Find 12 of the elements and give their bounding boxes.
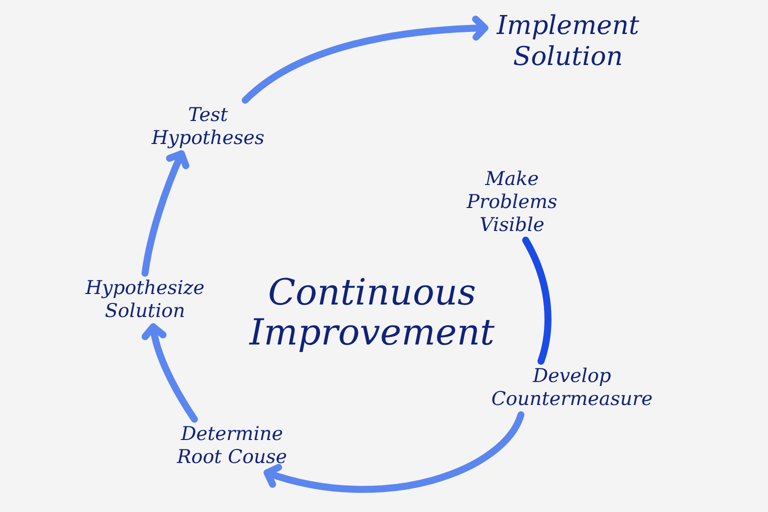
step-label: Determine Root Couse [169, 419, 295, 473]
curved-arrow [142, 323, 198, 423]
curved-arrow [264, 411, 524, 493]
step-label: Develop Countermeasure [480, 361, 664, 415]
step-label: Make Problems Visible [455, 164, 569, 240]
curved-arrow [142, 150, 190, 277]
step-label: Hypothesize Solution [63, 273, 227, 327]
curved-line [522, 236, 552, 365]
curved-arrow [242, 16, 488, 104]
step-label: Test Hypotheses [142, 100, 274, 154]
center-title: Continuous Improvement [248, 273, 496, 353]
step-label: Implement Solution [484, 6, 652, 78]
